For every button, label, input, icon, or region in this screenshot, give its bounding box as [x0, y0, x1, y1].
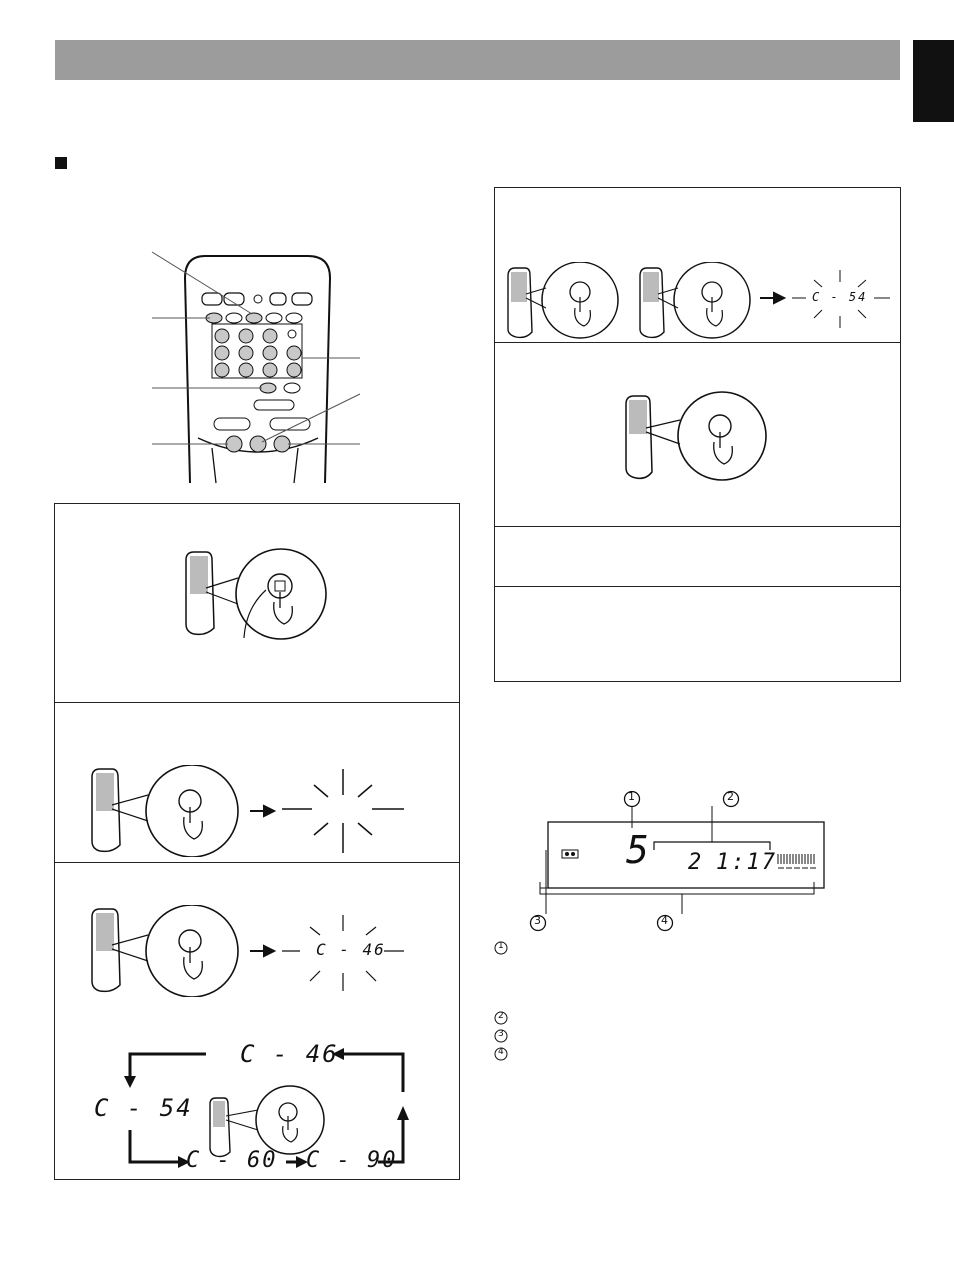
remote-control-icon: [151, 251, 361, 484]
legend-label-3: 3: [498, 1029, 504, 1039]
time-units-display: 1:17: [716, 850, 777, 875]
callout-3-label: 3: [534, 914, 541, 927]
right-step2-illustration: [620, 390, 770, 484]
right-steps-frame: [494, 187, 901, 682]
cycle-c90: C - 90: [306, 1148, 398, 1173]
legend-marker-3: [494, 1029, 508, 1043]
step3-illustration: [82, 905, 412, 997]
blink-rays-icon: [282, 769, 404, 853]
step-divider: [54, 702, 460, 703]
hand-press-icon: [185, 548, 327, 640]
callout-1: [623, 790, 653, 810]
step1-illustration: [176, 548, 336, 640]
callout-4: [656, 914, 674, 932]
right-tape-length-display: C - 54: [812, 290, 868, 304]
step-divider: [494, 526, 901, 527]
time-tens-display: 2: [688, 850, 704, 875]
section-bullet-square: [55, 157, 67, 169]
callout-4-label: 4: [661, 914, 668, 927]
tape-length-display: C - 46: [316, 940, 386, 959]
remote-control-figure: [150, 248, 365, 486]
cycle-c46: C - 46: [240, 1040, 339, 1068]
language-edge-tab: [913, 40, 954, 122]
left-steps-frame: [54, 503, 460, 1180]
callout-1-label: 1: [628, 790, 635, 803]
legend-label-4: 4: [498, 1047, 504, 1057]
callout-2-label: 2: [727, 790, 734, 803]
cassette-icon: [561, 849, 579, 859]
hand-press-icon: [625, 391, 767, 481]
cycle-c54: C - 54: [94, 1094, 193, 1122]
legend-marker-2: [494, 1011, 508, 1025]
callout-2: [722, 790, 740, 808]
legend-marker-4: [494, 1047, 508, 1061]
display-panel-diagram: [520, 790, 840, 940]
right-step1-illustration: [500, 262, 895, 340]
legend-marker-1: [494, 941, 508, 955]
step-divider: [494, 586, 901, 587]
step-divider: [54, 862, 460, 863]
legend-label-2: 2: [498, 1011, 504, 1021]
tape-length-cycle-diagram: [118, 1040, 418, 1170]
legend-label-1: 1: [498, 941, 504, 951]
cycle-c60: C - 60: [186, 1148, 278, 1173]
step2-illustration: [82, 765, 412, 857]
title-bar: [55, 40, 900, 80]
step-divider: [494, 342, 901, 343]
track-number-display: 5: [626, 828, 649, 872]
callout-3: [529, 914, 547, 932]
